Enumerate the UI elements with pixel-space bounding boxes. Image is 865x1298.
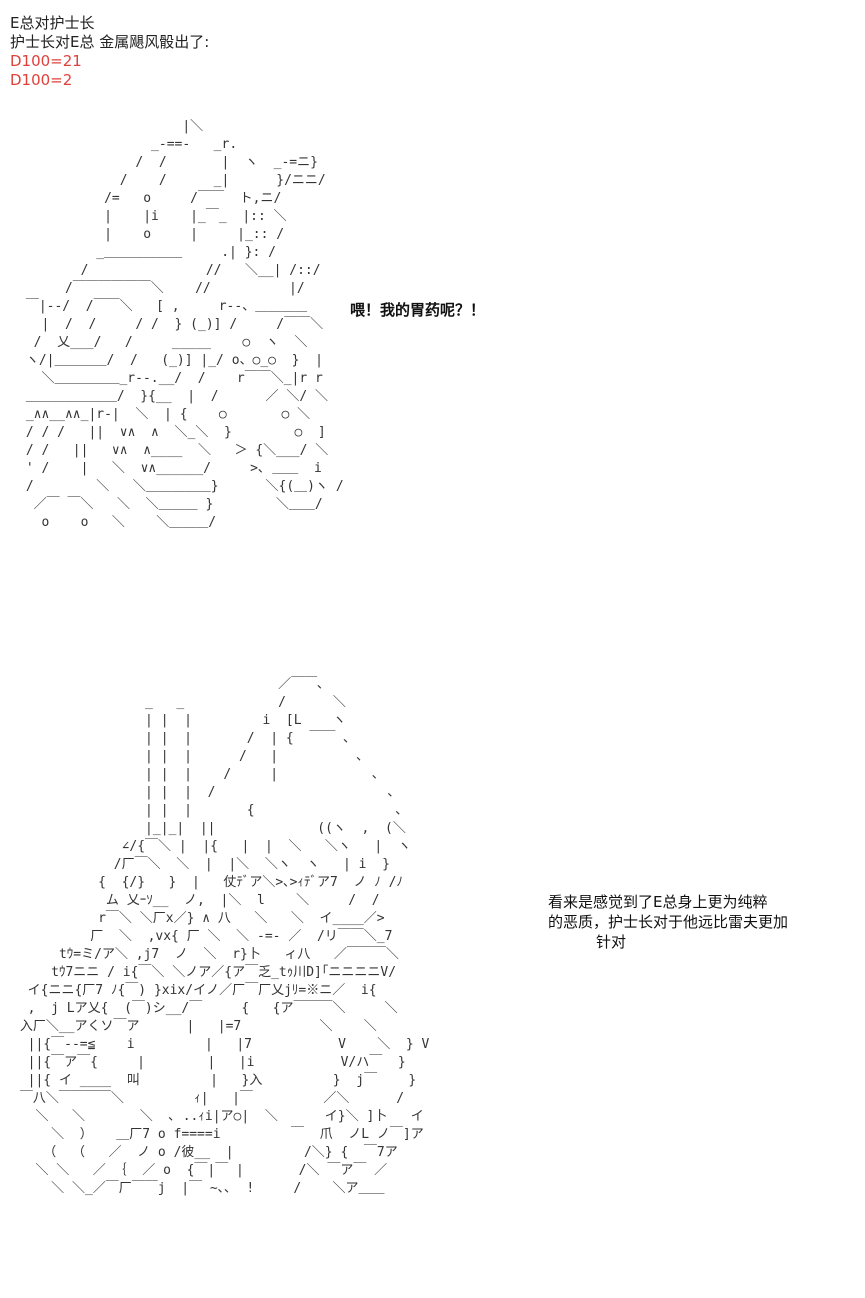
narration-line-1: 看来是感觉到了E总身上更为纯粹 xyxy=(548,893,768,911)
header-action: 护士长对E总 金属飓风骰出了: xyxy=(10,33,210,51)
dice-roll-2: D100=2 xyxy=(10,71,73,89)
nurse-ascii-art: ／￣￣､ _ _ / ＼ | | | i [L ヽ | | | / | { ￣￣… xyxy=(19,677,430,1196)
header-title: E总对护士长 xyxy=(10,14,95,32)
narration-line-3: 针对 xyxy=(596,933,627,951)
narration-text: 看来是感觉到了E总身上更为纯粹 的恶质，护士长对于他远比雷夫更加 针对 xyxy=(548,892,788,952)
header: E总对护士长 护士长对E总 金属飓风骰出了: D100=21 D100=2 xyxy=(10,14,209,90)
dice-roll-1: D100=21 xyxy=(10,52,82,70)
mech-ascii-art: |＼ _-==- _r. / / | ヽ _-=ニ} / / _| }/ニニ/ … xyxy=(25,119,344,530)
speech-bubble-text: 喂！我的胃药呢？！ xyxy=(350,301,486,319)
narration-line-2: 的恶质，护士长对于他远比雷夫更加 xyxy=(548,913,789,931)
